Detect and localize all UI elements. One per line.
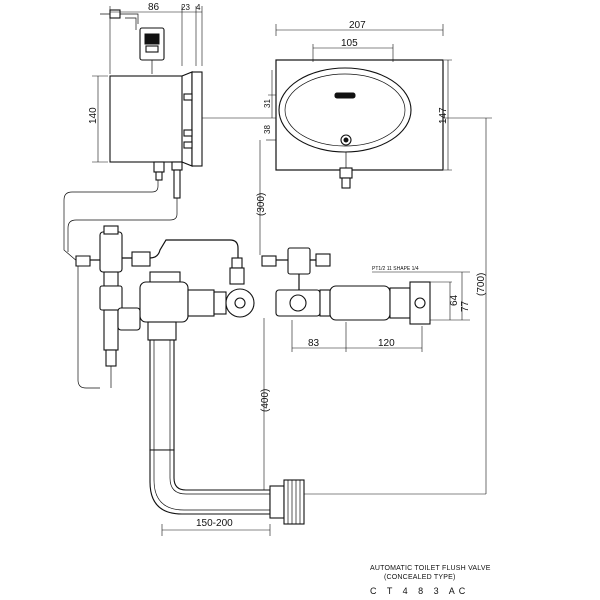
dim-700: (700) <box>476 273 487 296</box>
dim-120: 120 <box>378 338 395 349</box>
dim-vertical-400: (400) <box>260 318 271 492</box>
dim-300: (300) <box>256 193 267 216</box>
solenoid-valve-assembly <box>75 225 245 388</box>
dim-31: 31 <box>263 99 272 108</box>
dim-150-200: 150-200 <box>196 518 233 529</box>
title-line-2: (CONCEALED TYPE) <box>384 574 456 581</box>
dim-top-box: 86 23 4 <box>109 2 203 74</box>
dim-64: 64 <box>449 294 460 306</box>
model-number: C T 4 8 3 AC <box>370 586 469 596</box>
dim-4: 4 <box>196 3 201 12</box>
dim-86: 86 <box>148 2 160 13</box>
dim-77: 77 <box>460 300 471 312</box>
dim-105: 105 <box>341 38 358 49</box>
sensor-plate: 207 105 147 31 38 <box>263 20 452 189</box>
dim-box-height: 140 <box>88 75 108 163</box>
dim-140: 140 <box>88 107 99 124</box>
dim-23: 23 <box>181 3 190 12</box>
pipe-thread-note: PT1/2 11 SHAPE 1/4 <box>372 266 419 272</box>
side-valve-assembly: 64 77 PT1/2 11 SHAPE 1/4 83 120 <box>261 247 471 352</box>
dim-400: (400) <box>260 389 271 412</box>
flush-valve-body <box>117 271 305 525</box>
title-line-1: AUTOMATIC TOILET FLUSH VALVE <box>370 565 491 572</box>
dim-vertical-700: (700) <box>300 117 492 495</box>
dim-207: 207 <box>349 20 366 31</box>
dim-83: 83 <box>308 338 320 349</box>
title-block: AUTOMATIC TOILET FLUSH VALVE (CONCEALED … <box>370 565 491 596</box>
dim-38: 38 <box>263 125 272 134</box>
control-cable <box>63 180 178 389</box>
control-box <box>100 9 203 210</box>
dim-147: 147 <box>438 107 449 124</box>
dim-horizontal-150-200: 150-200 <box>161 518 271 536</box>
dim-vertical-300: (300) <box>256 140 267 255</box>
